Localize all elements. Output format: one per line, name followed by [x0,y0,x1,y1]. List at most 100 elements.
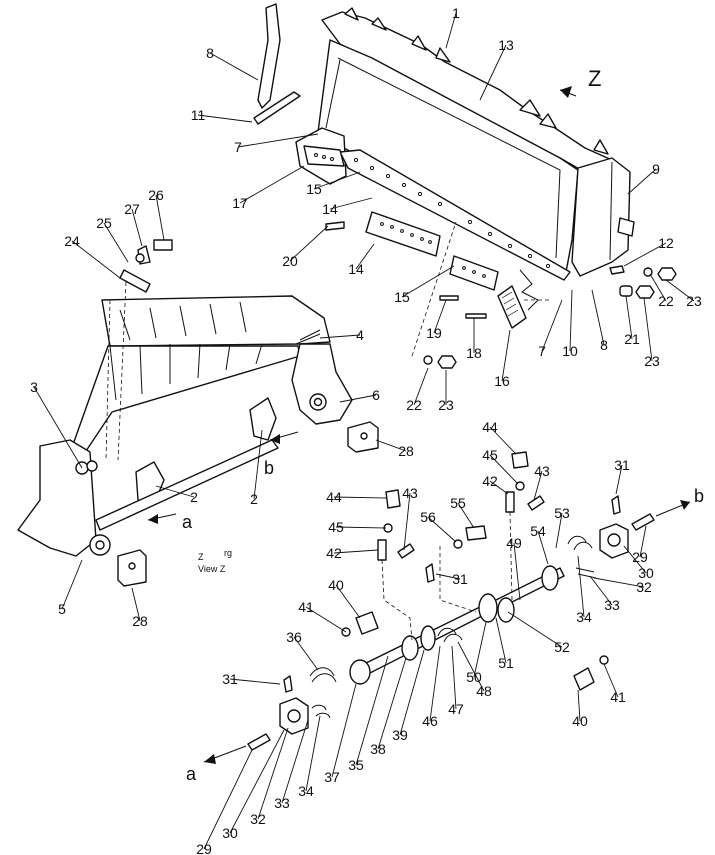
leader-c44b [333,496,387,499]
leader-c7b [541,299,563,352]
callout-c28b: 28 [132,613,148,629]
leader-c23a [665,279,695,302]
leader-c33b [281,719,309,804]
callout-c52: 52 [554,639,570,655]
callout-c7a: 7 [234,139,242,155]
callout-c34b: 34 [298,783,314,799]
callout-c40b: 40 [572,713,588,729]
callout-c3: 3 [30,379,38,395]
leader-c46 [429,645,441,722]
direction-letters: Z b a a b [182,66,704,784]
leader-c16 [501,329,511,382]
callout-c8a: 8 [206,45,214,61]
leader-c45b [335,526,387,529]
leader-c31a [435,573,461,580]
view-z-line2: View Z [198,564,226,574]
callout-c7b: 7 [538,343,546,359]
callout-c2a: 2 [190,489,198,505]
callout-c13: 13 [498,37,514,53]
callout-c21: 21 [624,331,640,347]
callout-c40a: 40 [328,577,344,593]
direction-arrows [147,86,691,764]
side-strips [253,3,301,125]
callout-c9: 9 [652,161,660,177]
callout-c51: 51 [498,655,514,671]
callout-c43b: 43 [402,485,418,501]
callout-c10: 10 [562,343,578,359]
leader-c11 [197,114,253,123]
callout-c23b: 23 [644,353,660,369]
callout-c8b: 8 [600,337,608,353]
callout-c48: 48 [476,683,492,699]
leader-c49 [513,542,521,601]
direction-a-left: a [182,512,193,532]
leader-c8a [209,52,259,81]
callout-c30a: 30 [638,565,654,581]
leader-c42b [333,549,379,554]
leader-c22b [413,367,429,406]
cutting-edge-bolt-holes [353,157,551,269]
leader-c28b [131,587,141,622]
callout-c28a: 28 [398,443,414,459]
leader-c40b [577,689,581,722]
callout-c54: 54 [530,523,546,539]
leader-c14b [355,243,375,270]
callout-c14b: 14 [348,261,364,277]
callout-c1: 1 [452,5,460,21]
callout-c33b: 33 [274,795,290,811]
callout-c24: 24 [64,233,80,249]
callout-c33a: 33 [604,597,620,613]
direction-a-bottom: a [186,764,197,784]
callout-c15b: 15 [394,289,410,305]
callout-c4: 4 [356,327,364,343]
leader-c3 [33,386,83,469]
callout-c36: 36 [286,629,302,645]
callout-c31a: 31 [452,571,468,587]
leader-c50 [473,621,487,678]
direction-b-left: b [264,458,274,478]
leader-c27 [131,208,143,247]
leader-c12 [623,242,667,267]
callout-c41b: 41 [610,689,626,705]
callout-c32a: 32 [636,579,652,595]
callout-c43a: 43 [534,463,550,479]
callout-c42b: 42 [326,545,342,561]
callout-c35: 35 [348,757,364,773]
leader-c53 [555,512,563,549]
callout-c45b: 45 [328,519,344,535]
leader-c32b [257,727,289,820]
leader-c31c [229,678,281,685]
blade-hardware [119,221,677,369]
leader-c42a [489,480,509,495]
blade-assembly [295,7,635,311]
callout-c45a: 45 [482,447,498,463]
direction-b-right: b [694,486,704,506]
leader-c39 [399,649,425,736]
callout-c46: 46 [422,713,438,729]
callout-c44b: 44 [326,489,342,505]
callout-c30b: 30 [222,825,238,841]
leader-c5 [61,559,83,610]
leader-c17 [239,165,305,204]
leader-c22a [649,273,667,302]
leader-c28a [375,439,407,452]
callout-c17: 17 [232,195,248,211]
callout-c32b: 32 [250,811,266,827]
callout-c5: 5 [58,601,66,617]
leader-c1 [445,12,457,49]
callout-c55: 55 [450,495,466,511]
callout-c50: 50 [466,669,482,685]
leader-c31b [615,464,623,495]
view-z-line1: Z [198,552,204,562]
callout-c16: 16 [494,373,510,389]
leader-c41b [603,663,619,698]
callout-c25: 25 [96,215,112,231]
leader-lines [33,12,695,850]
callout-c27: 27 [124,201,140,217]
leader-c25 [103,222,129,263]
callout-c26: 26 [148,187,164,203]
callout-c20: 20 [282,253,298,269]
callout-c11: 11 [191,107,206,123]
leader-c9 [627,168,657,195]
